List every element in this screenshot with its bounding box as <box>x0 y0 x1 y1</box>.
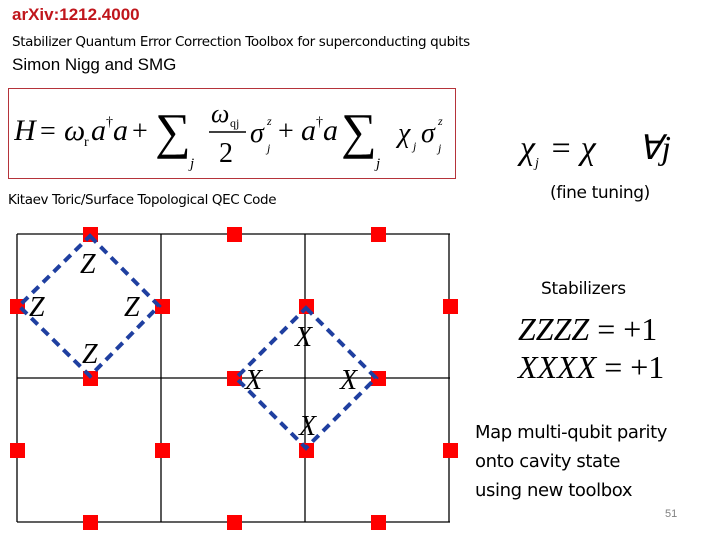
description: Map multi-qubit parity onto cavity state… <box>475 418 667 505</box>
svg-text:σ: σ <box>421 118 436 149</box>
svg-text:H: H <box>14 114 38 147</box>
x-label-bottom: X <box>298 411 317 442</box>
svg-text:†: † <box>316 115 323 130</box>
svg-text:j: j <box>436 141 442 155</box>
svg-text:χ: χ <box>395 118 411 149</box>
forall-j: ∀j <box>638 130 671 167</box>
svg-text:a: a <box>301 114 316 147</box>
svg-text:+: + <box>278 116 294 147</box>
hamiltonian-box <box>8 88 456 179</box>
svg-text:+: + <box>132 116 148 147</box>
chi-rhs: = χ <box>549 130 596 167</box>
stabilizers-title: Stabilizers <box>541 279 626 299</box>
chi-lhs: χ <box>520 130 535 167</box>
z-label-left: Z <box>29 292 45 323</box>
svg-text:†: † <box>106 115 113 130</box>
svg-text:∑: ∑ <box>155 103 191 159</box>
hamiltonian-equation: H = ω r a † a + ∑ j ω qj 2 σ z j + a † a… <box>14 100 443 172</box>
svg-text:=: = <box>40 116 56 147</box>
stabilizer-eq-x: XXXX = +1 <box>518 348 664 386</box>
svg-text:a: a <box>113 114 128 147</box>
svg-text:j: j <box>374 156 380 172</box>
svg-text:r: r <box>84 135 89 150</box>
arxiv-id: arXiv:1212.4000 <box>12 5 140 24</box>
svg-text:σ: σ <box>250 118 265 149</box>
svg-text:j: j <box>265 141 271 155</box>
z-value: = +1 <box>597 311 658 347</box>
description-line: using new toolbox <box>475 480 633 501</box>
stabilizer-eq-z: ZZZZ = +1 <box>518 310 664 348</box>
svg-text:a: a <box>323 114 338 147</box>
svg-text:2: 2 <box>219 138 233 169</box>
x-label-top: X <box>294 322 313 353</box>
z-plaquette <box>16 233 162 379</box>
authors: Simon Nigg and SMG <box>12 55 177 74</box>
paper-title: Stabilizer Quantum Error Correction Tool… <box>12 34 470 50</box>
svg-text:j: j <box>411 139 417 153</box>
svg-text:a: a <box>91 114 106 147</box>
svg-text:z: z <box>437 114 443 128</box>
fine-tuning-note: (fine tuning) <box>550 183 650 203</box>
svg-text:j: j <box>188 156 194 172</box>
surface-code-lattice: Z Z Z Z X X X X <box>10 227 458 530</box>
description-line: Map multi-qubit parity <box>475 422 668 443</box>
stabilizer-equations: ZZZZ = +1 XXXX = +1 <box>518 310 664 386</box>
x-ops: XXXX <box>518 349 597 385</box>
x-label-left: X <box>244 365 263 396</box>
chi-subscript: j <box>534 155 539 171</box>
x-label-right: X <box>339 365 358 396</box>
svg-text:z: z <box>266 114 272 128</box>
page-number: 51 <box>665 508 678 520</box>
x-value: = +1 <box>604 349 665 385</box>
z-label-bottom: Z <box>82 339 98 370</box>
svg-text:∑: ∑ <box>341 103 377 159</box>
description-line: onto cavity state <box>475 451 621 472</box>
svg-text:ω: ω <box>64 114 85 147</box>
svg-text:ω: ω <box>211 100 229 128</box>
diagram-title: Kitaev Toric/Surface Topological QEC Cod… <box>8 192 277 208</box>
chi-equation: χj = χ ∀j <box>520 128 671 172</box>
z-ops: ZZZZ <box>518 311 590 347</box>
x-star <box>233 305 379 451</box>
svg-text:qj: qj <box>230 116 239 130</box>
z-label-right: Z <box>124 292 140 323</box>
z-label-top: Z <box>80 249 96 280</box>
